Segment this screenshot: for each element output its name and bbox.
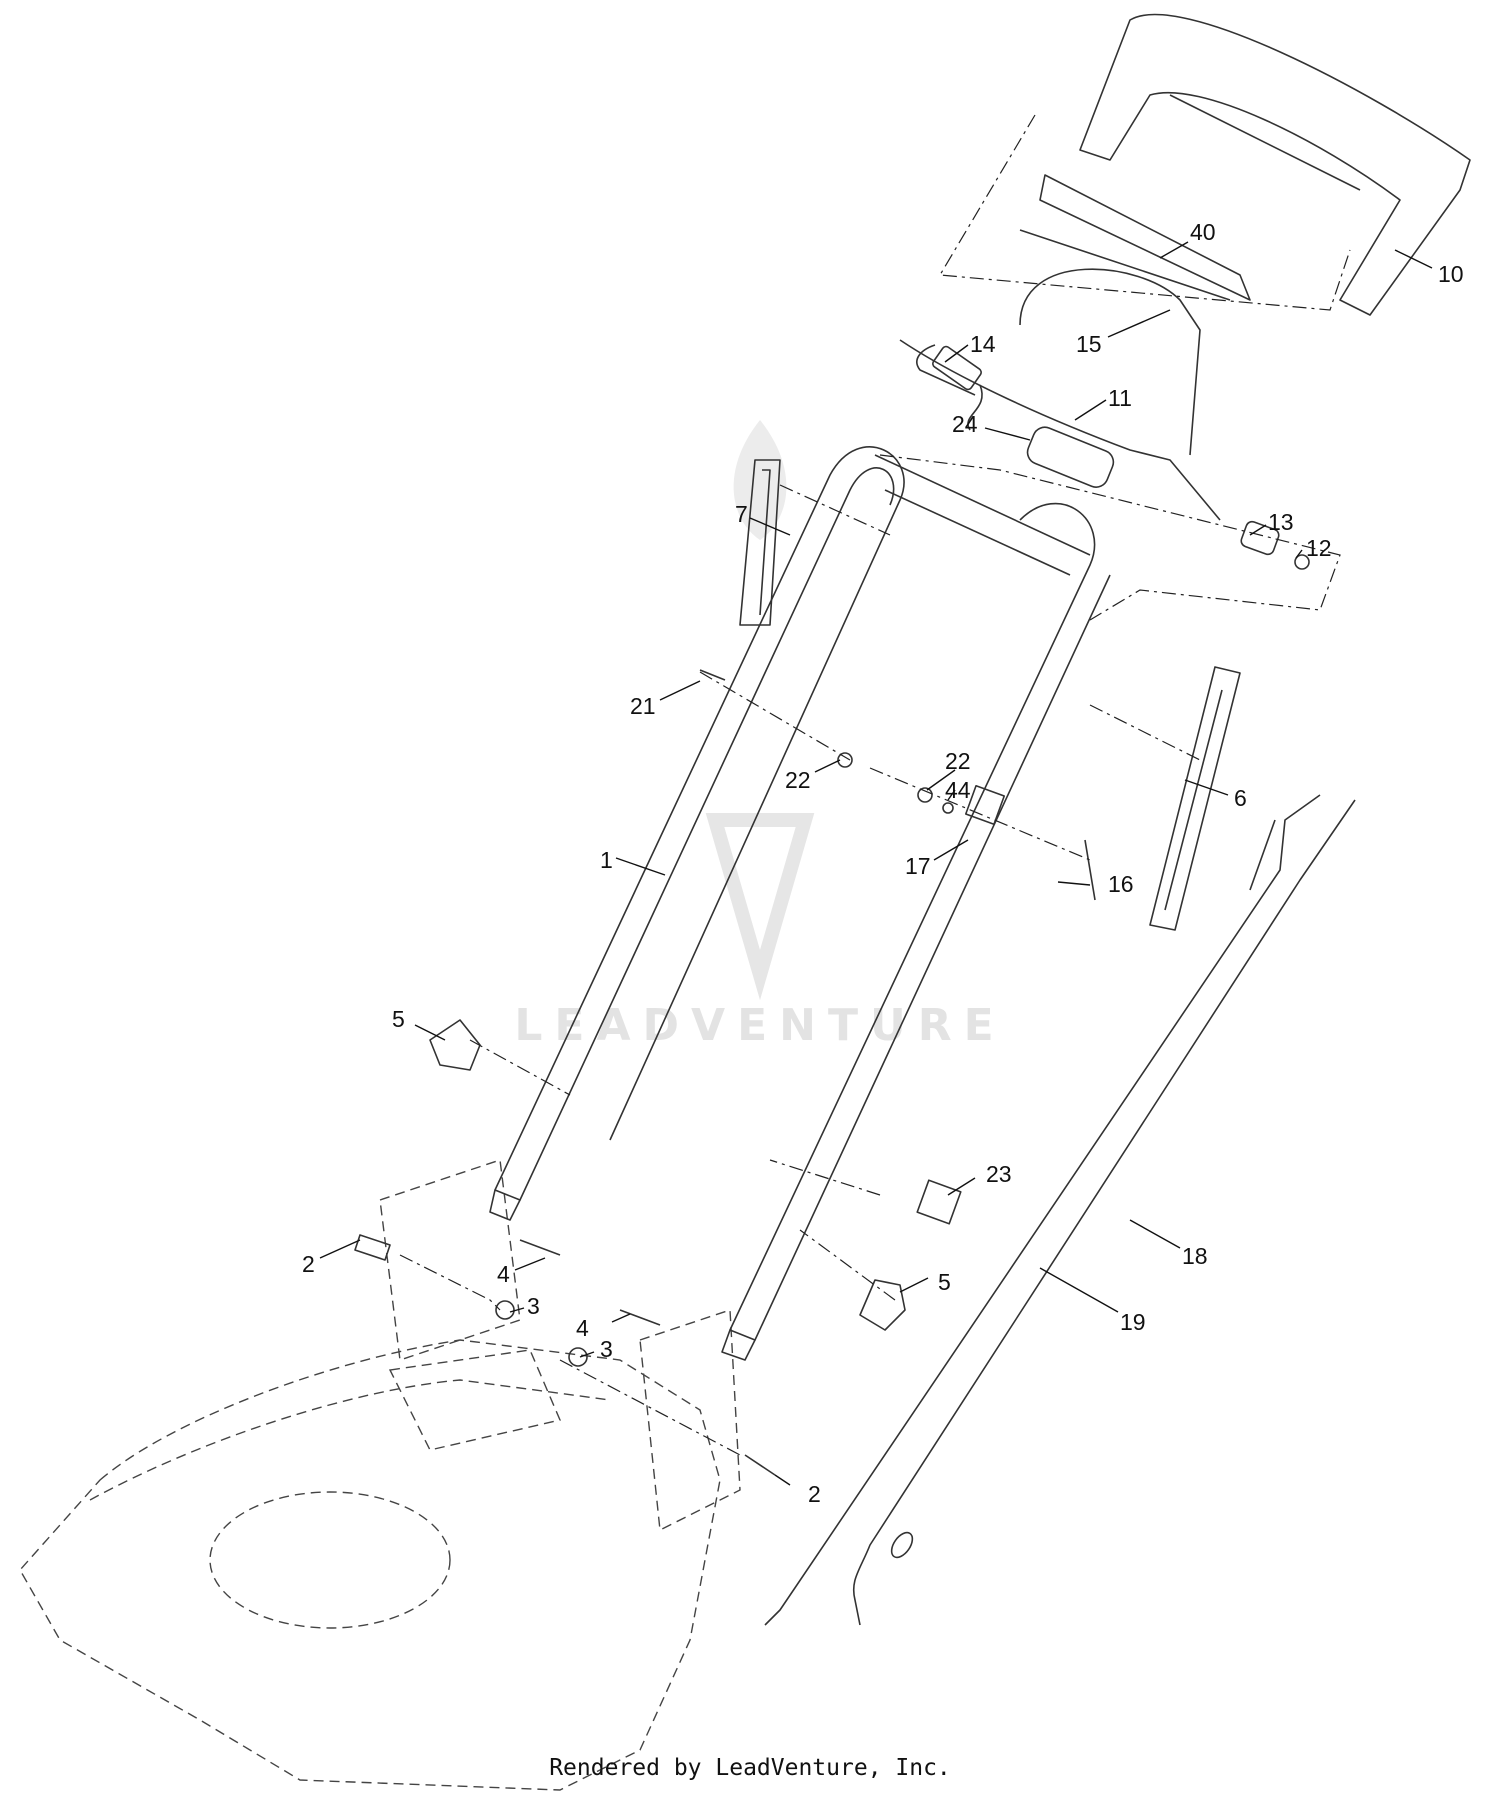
- callout-label: 17: [905, 853, 931, 879]
- bail-and-link: [899, 268, 1310, 570]
- watermark-text: LEADVENTURE: [514, 1000, 1005, 1051]
- callout-label: 5: [938, 1269, 951, 1295]
- callout-label: 4: [497, 1261, 510, 1287]
- callout-label: 11: [1108, 385, 1132, 411]
- callout-label: 14: [970, 331, 996, 357]
- side-brackets: [739, 459, 1241, 931]
- callout-label: 3: [527, 1293, 540, 1319]
- callout-label: 21: [630, 693, 656, 719]
- callout-label: 7: [735, 501, 748, 527]
- callout-label: 44: [945, 777, 971, 803]
- callout-label: 19: [1120, 1309, 1146, 1335]
- callout-label: 1: [600, 847, 613, 873]
- callout-label: 22: [785, 767, 811, 793]
- callout-label: 2: [808, 1481, 821, 1507]
- leadventure-watermark: LEADVENTURE: [514, 420, 1005, 1051]
- callout-label: 3: [600, 1336, 613, 1362]
- callout-labels: 10 40 15 14 11 24 13 12 7 21 22 22 44 17…: [302, 219, 1464, 1507]
- handle-assembly: [489, 446, 1111, 1361]
- callout-label: 10: [1438, 261, 1464, 287]
- control-cables: [764, 794, 1356, 1626]
- explode-lines: [399, 454, 1341, 1456]
- callout-label: 6: [1234, 785, 1247, 811]
- callout-label: 23: [986, 1161, 1012, 1187]
- callout-label: 24: [952, 411, 978, 437]
- callout-label: 15: [1076, 331, 1102, 357]
- callout-label: 2: [302, 1251, 315, 1277]
- callout-label: 5: [392, 1006, 405, 1032]
- callout-label: 22: [945, 748, 971, 774]
- callout-label: 40: [1190, 219, 1216, 245]
- hardware: [354, 669, 1096, 1476]
- callout-label: 4: [576, 1315, 589, 1341]
- mower-deck: [19, 1159, 741, 1791]
- callout-leaders: [319, 241, 1433, 1486]
- callout-label: 12: [1306, 535, 1332, 561]
- callout-label: 16: [1108, 871, 1134, 897]
- footer-credit: Rendered by LeadVenture, Inc.: [549, 1755, 951, 1781]
- callout-label: 13: [1268, 509, 1294, 535]
- callout-label: 18: [1182, 1243, 1208, 1269]
- upper-grip: [938, 13, 1471, 316]
